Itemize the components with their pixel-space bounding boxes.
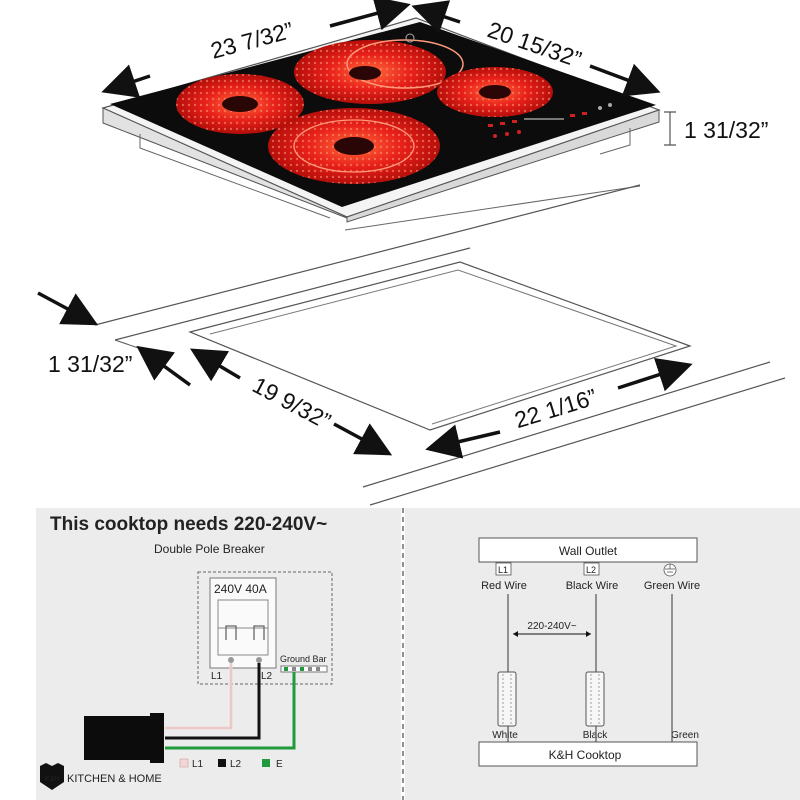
cooktop-base-left	[139, 134, 331, 219]
legend-label-l1: L1	[192, 759, 204, 770]
thickness-arrow-bottom	[136, 345, 192, 387]
black-wire-connector	[585, 671, 605, 727]
white-wire-connector	[497, 671, 517, 727]
ground-bar-label: Ground Bar	[280, 654, 327, 664]
breaker-enclosure	[197, 571, 333, 685]
ground-bar	[280, 665, 328, 673]
brand-logo-icon	[405, 33, 415, 43]
cooktop-height-label: 1 31/32”	[684, 117, 768, 143]
burner-front-left-large	[268, 108, 440, 184]
cooktop-frame-front	[346, 109, 660, 223]
cooktop-base-bottom	[344, 185, 641, 231]
cutout-depth-arrow-bottom	[333, 422, 393, 456]
wiring-panel-right: Wall Outlet L1 L2 Red Wire Black Wire Gr…	[405, 508, 800, 800]
wall-outlet-box	[478, 537, 698, 563]
l1-terminal-box	[495, 562, 512, 576]
legend-label-l2: L2	[230, 759, 242, 770]
brand-logo: K&H KITCHEN & HOME	[40, 763, 162, 790]
counter-front-edge	[362, 361, 771, 488]
cooktop-base-right	[599, 128, 631, 155]
cutout-inner-edge	[209, 269, 678, 425]
green-label: Green	[671, 730, 699, 741]
breaker-subtitle: Double Pole Breaker	[154, 542, 265, 556]
depth-arrow-right	[589, 63, 661, 97]
white-label: White	[492, 730, 518, 741]
cutout-outline	[188, 261, 692, 431]
brand-mark: K&H	[45, 776, 60, 783]
terminal-screw-l1	[228, 657, 234, 663]
legend-swatch-l2	[218, 759, 226, 767]
brand-name: KITCHEN & HOME	[67, 773, 162, 785]
terminal-screw-l2	[256, 657, 262, 663]
legend-label-e: E	[276, 759, 283, 770]
width-arrow-right	[329, 0, 411, 31]
l2-terminal-box	[583, 562, 600, 576]
breaker-switch-toggles	[225, 625, 265, 640]
thickness-arrow-top	[37, 291, 99, 326]
l2-terminal-label: L2	[586, 565, 596, 575]
cutout-depth-arrow-top	[189, 348, 241, 382]
voltage-requirement-title: This cooktop needs 220-240V~	[50, 514, 327, 535]
terminal-l1-label: L1	[211, 671, 223, 682]
countertop-cutout: 1 31/32” 19 9/32” 22 1/16”	[37, 184, 786, 506]
wall-outlet-label: Wall Outlet	[559, 544, 618, 558]
green-wire-label: Green Wire	[644, 580, 700, 592]
l1-terminal-label: L1	[498, 565, 508, 575]
ground-symbol-icon	[663, 563, 677, 577]
cutout-width-arrow-right	[617, 357, 693, 392]
black-wire-label: Black Wire	[566, 580, 619, 592]
junction-box-clamp	[150, 713, 164, 763]
voltage-label: 220-240V~	[527, 621, 576, 632]
burner-back-left	[176, 74, 304, 134]
depth-arrow-left	[411, 0, 461, 34]
cutout-width-label: 22 1/16”	[512, 384, 600, 434]
wire-legend: L1 L2 E	[179, 758, 283, 770]
legend-swatch-l1	[179, 758, 189, 768]
touch-control-panel	[488, 103, 612, 138]
terminal-l2-label: L2	[261, 671, 273, 682]
breaker-rating: 240V 40A	[214, 582, 267, 596]
cooktop-junction-box	[84, 716, 150, 760]
counter-back-edge	[94, 184, 641, 326]
cutout-width-arrow-left	[425, 424, 501, 459]
red-wire-label: Red Wire	[481, 580, 527, 592]
wire-ground	[165, 672, 296, 750]
burner-front-right	[437, 67, 553, 117]
wiring-panel-left: This cooktop needs 220-240V~ Double Pole…	[36, 508, 401, 800]
brand-shield-icon	[40, 763, 64, 790]
counter-back-edge-inner	[114, 247, 471, 341]
cooktop-illustration: 23 7/32” 20 15/32” 1 31/32”	[101, 0, 768, 231]
cutout-depth-label: 19 9/32”	[248, 372, 335, 435]
legend-swatch-e	[262, 759, 270, 767]
burner-back-right-dual	[294, 39, 464, 104]
counter-thickness-label: 1 31/32”	[48, 351, 132, 377]
wire-l2	[165, 663, 261, 740]
double-pole-breaker	[209, 577, 277, 669]
counter-front-edge-lower	[369, 377, 786, 506]
cooktop-terminal-box	[478, 741, 698, 767]
cooktop-terminal-label: K&H Cooktop	[549, 748, 622, 762]
height-bracket	[664, 111, 676, 146]
width-arrow-left	[101, 64, 151, 98]
